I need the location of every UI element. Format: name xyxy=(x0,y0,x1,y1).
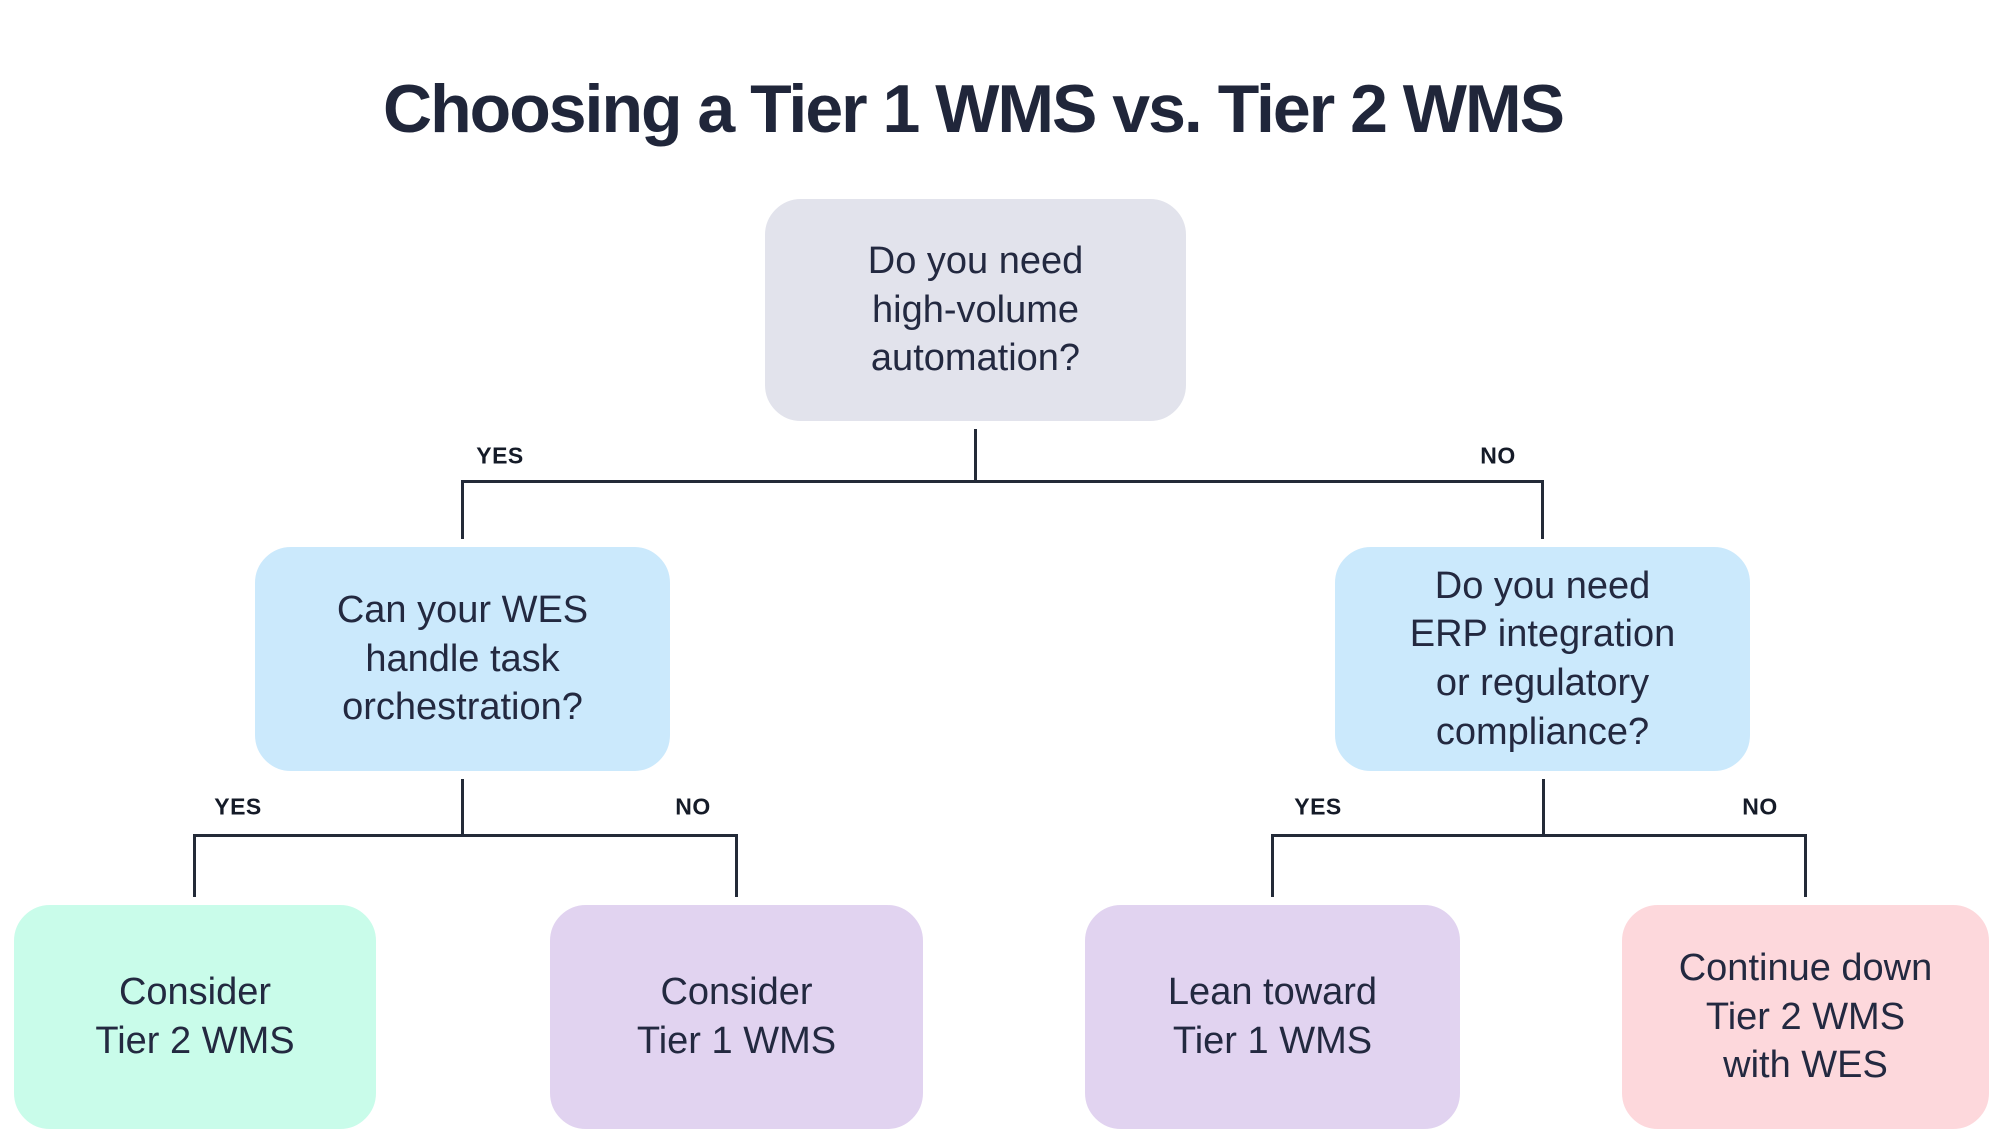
edge-label-erp-no: NO xyxy=(1742,793,1778,820)
connector-wes-to-outcomes xyxy=(193,776,738,898)
outcome-node-consider-tier2-wms: Consider Tier 2 WMS xyxy=(6,897,384,1137)
edge-label-erp-yes: YES xyxy=(1294,793,1342,820)
outcome-node-consider-tier1-wms: Consider Tier 1 WMS xyxy=(542,897,931,1137)
outcome-node-lean-toward-tier1-wms: Lean toward Tier 1 WMS xyxy=(1077,897,1468,1137)
connector-erp-to-outcomes xyxy=(1271,776,1807,898)
edge-label-root-yes: YES xyxy=(476,442,524,469)
page-title: Choosing a Tier 1 WMS vs. Tier 2 WMS xyxy=(383,70,1565,147)
edge-label-wes-no: NO xyxy=(675,793,711,820)
decision-node-wes-task-orchestration: Can your WES handle task orchestration? xyxy=(247,539,678,779)
decision-node-erp-regulatory-compliance: Do you need ERP integration or regulator… xyxy=(1327,539,1758,779)
outcome-node-continue-tier2-wms-with-wes: Continue down Tier 2 WMS with WES xyxy=(1614,897,1997,1137)
edge-label-root-no: NO xyxy=(1480,442,1516,469)
connector-root-to-level2 xyxy=(461,426,1544,540)
edge-label-wes-yes: YES xyxy=(214,793,262,820)
decision-node-high-volume-automation: Do you need high-volume automation? xyxy=(757,191,1194,429)
